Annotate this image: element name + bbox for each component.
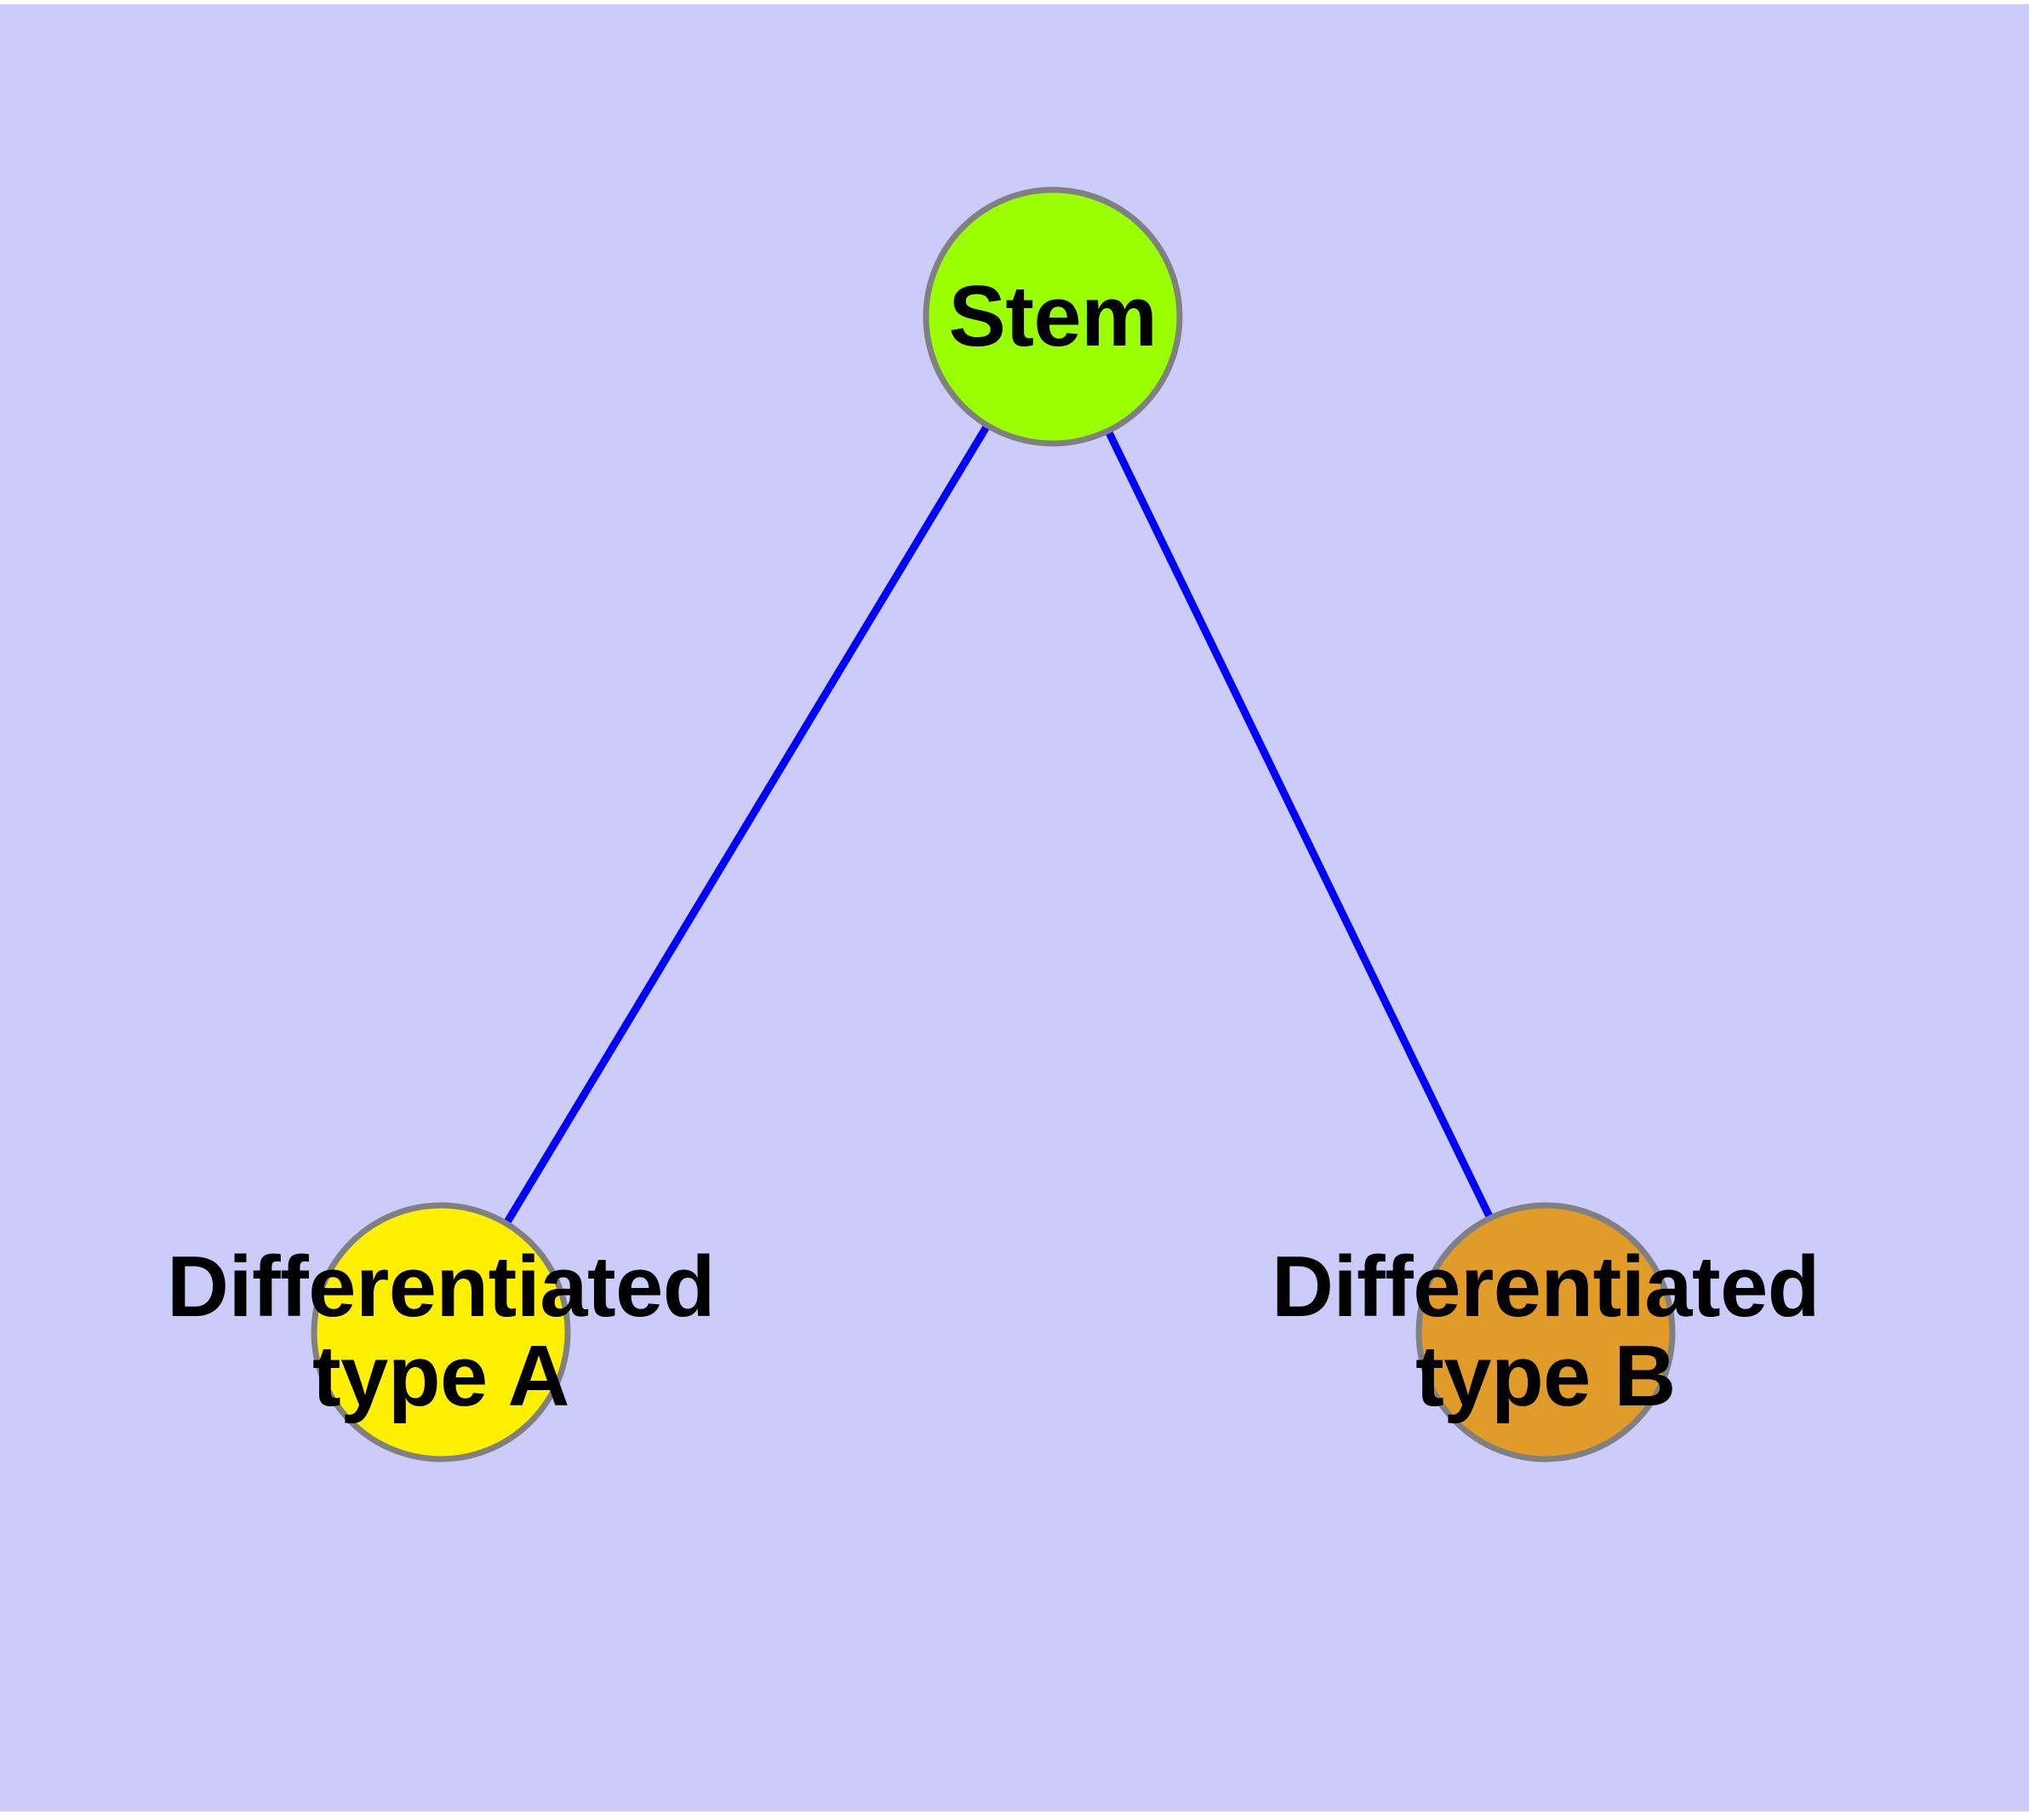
edge-stem-to-differentiated-type-a[interactable] [437, 314, 1056, 1335]
node-layer [311, 186, 1676, 1462]
node-differentiated-type-b[interactable] [1415, 1202, 1676, 1462]
edge-stem-to-differentiated-type-b[interactable] [1049, 315, 1550, 1334]
node-differentiated-type-a[interactable] [311, 1202, 571, 1462]
node-stem[interactable] [923, 186, 1183, 447]
edge-layer [437, 314, 1550, 1335]
